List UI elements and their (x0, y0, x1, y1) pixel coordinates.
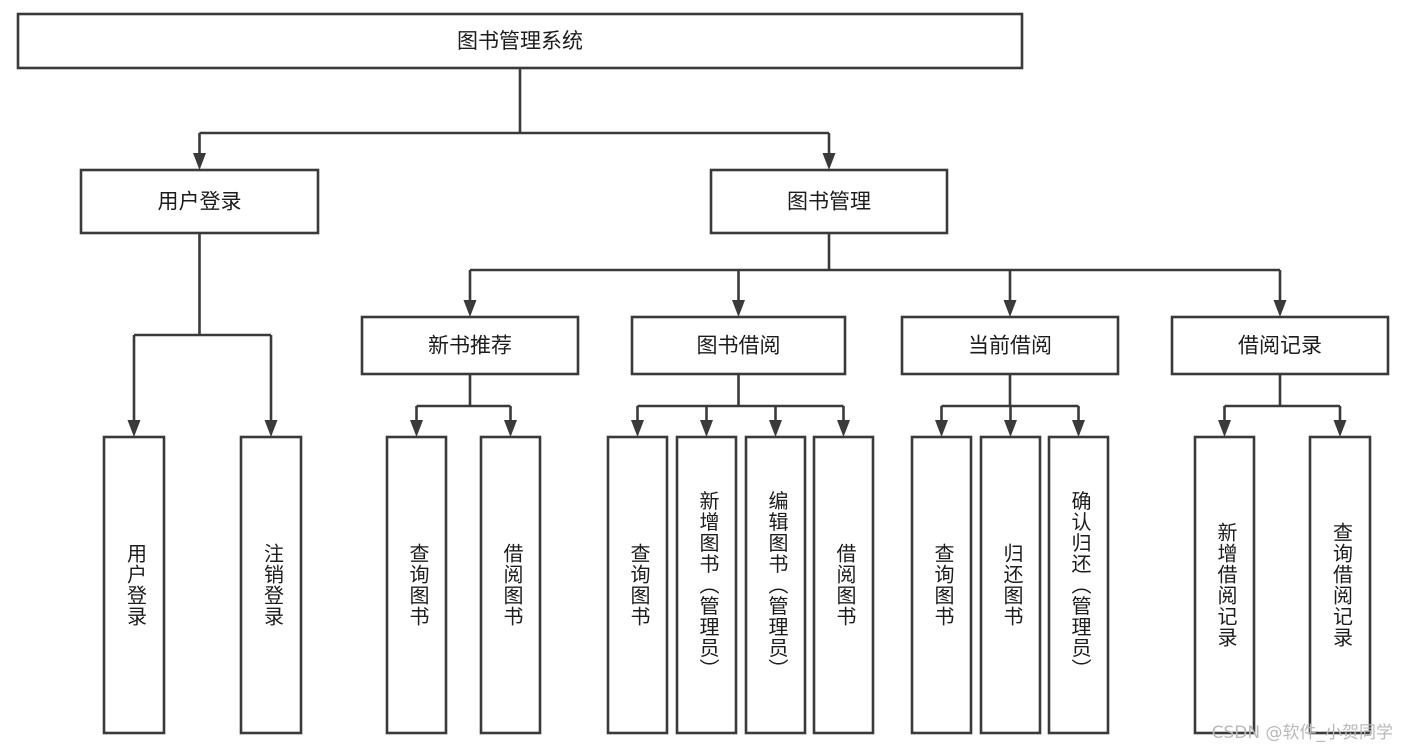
node-box (360, 315, 580, 376)
node-box (1308, 435, 1372, 735)
node-label: 借阅记录 (1238, 334, 1322, 358)
edge-group-l2_user_login (127, 233, 278, 437)
node-box (385, 435, 448, 735)
node-label: 注销登录 (261, 543, 285, 627)
arrowhead-icon (504, 420, 517, 437)
node-label: 归还图书 (1000, 543, 1024, 627)
node-box (1170, 315, 1390, 376)
node-label: 当前借阅 (968, 334, 1052, 358)
node-box (606, 435, 669, 735)
node-box (1193, 435, 1256, 735)
node-l2-user-login[interactable]: 用户登录 (79, 168, 320, 235)
node-label: 用户登录 (124, 543, 148, 627)
arrowhead-icon (935, 420, 948, 437)
node-l2-book-manage[interactable]: 图书管理 (709, 168, 949, 235)
node-box (1047, 435, 1110, 735)
edge-layer (127, 68, 1347, 437)
arrowhead-icon (822, 153, 836, 170)
node-l3-current[interactable]: 当前借阅 (900, 315, 1120, 376)
node-leaf-bb-add[interactable]: 新增图书（管理员） (675, 435, 738, 735)
node-box (910, 435, 973, 735)
arrowhead-icon (264, 420, 278, 437)
node-label: 查询借阅记录 (1330, 522, 1354, 648)
node-label: 新增图书（管理员） (696, 490, 720, 679)
node-box (979, 435, 1042, 735)
node-leaf-nb-query[interactable]: 查询图书 (385, 435, 448, 735)
arrowhead-icon (1072, 420, 1085, 437)
arrowhead-icon (193, 153, 206, 170)
arrowhead-icon (1333, 420, 1347, 437)
node-leaf-user-login[interactable]: 用户登录 (102, 435, 166, 735)
node-box (479, 435, 542, 735)
node-label: 借阅图书 (500, 543, 524, 627)
node-box (744, 435, 807, 735)
node-leaf-cb-query[interactable]: 查询图书 (910, 435, 973, 735)
edge-group-l3_record (1218, 374, 1347, 437)
node-leaf-cb-return[interactable]: 归还图书 (979, 435, 1042, 735)
node-l3-record[interactable]: 借阅记录 (1170, 315, 1390, 376)
node-label: 新增借阅记录 (1214, 522, 1238, 648)
node-box (900, 315, 1120, 376)
arrowhead-icon (1004, 420, 1017, 437)
node-box (630, 315, 847, 376)
node-box (239, 435, 303, 735)
node-label: 借阅图书 (833, 543, 857, 627)
node-label: 确认归还（管理员） (1068, 490, 1092, 679)
node-label: 查询图书 (406, 543, 430, 627)
node-label: 用户登录 (158, 190, 242, 214)
arrowhead-icon (1218, 420, 1231, 437)
edge-group-l3_new_book (410, 374, 517, 437)
node-root[interactable]: 图书管理系统 (16, 12, 1024, 70)
node-box (709, 168, 949, 235)
arrowhead-icon (837, 420, 850, 437)
arrowhead-icon (732, 300, 745, 317)
node-label: 查询图书 (931, 543, 955, 627)
node-l3-new-book[interactable]: 新书推荐 (360, 315, 580, 376)
node-box (812, 435, 875, 735)
node-box (16, 12, 1024, 70)
node-layer: 图书管理系统用户登录图书管理新书推荐图书借阅当前借阅借阅记录用户登录注销登录查询… (16, 12, 1390, 735)
node-leaf-rec-query[interactable]: 查询借阅记录 (1308, 435, 1372, 735)
node-leaf-logout[interactable]: 注销登录 (239, 435, 303, 735)
node-box (675, 435, 738, 735)
node-label: 图书管理 (787, 190, 871, 214)
edge-group-l3_borrow (631, 374, 850, 437)
node-label: 查询图书 (627, 543, 651, 627)
arrowhead-icon (769, 420, 782, 437)
node-label: 编辑图书（管理员） (765, 490, 789, 679)
node-label: 新书推荐 (428, 334, 512, 358)
node-leaf-bb-borrow[interactable]: 借阅图书 (812, 435, 875, 735)
node-l3-borrow[interactable]: 图书借阅 (630, 315, 847, 376)
node-leaf-rec-add[interactable]: 新增借阅记录 (1193, 435, 1256, 735)
arrowhead-icon (1273, 300, 1287, 317)
node-leaf-cb-confirm[interactable]: 确认归还（管理员） (1047, 435, 1110, 735)
node-box (79, 168, 320, 235)
arrowhead-icon (410, 420, 423, 437)
node-label: 图书借阅 (697, 334, 781, 358)
node-leaf-nb-borrow[interactable]: 借阅图书 (479, 435, 542, 735)
node-label: 图书管理系统 (457, 29, 583, 53)
arrowhead-icon (1003, 300, 1017, 317)
arrowhead-icon (631, 420, 644, 437)
node-leaf-bb-query[interactable]: 查询图书 (606, 435, 669, 735)
arrowhead-icon (127, 420, 141, 437)
node-leaf-bb-edit[interactable]: 编辑图书（管理员） (744, 435, 807, 735)
edge-group-l2_book_manage (463, 233, 1287, 317)
node-box (102, 435, 166, 735)
edge-group-root (193, 68, 836, 170)
arrowhead-icon (700, 420, 713, 437)
edge-group-l3_current (935, 374, 1085, 437)
arrowhead-icon (463, 300, 477, 317)
